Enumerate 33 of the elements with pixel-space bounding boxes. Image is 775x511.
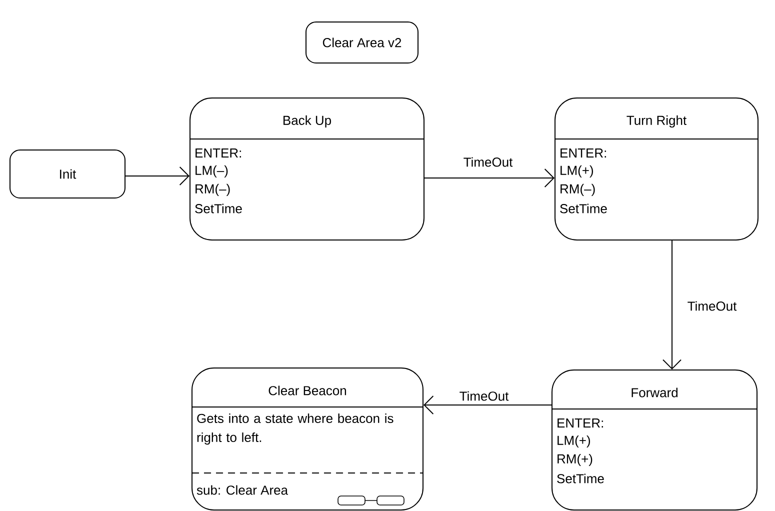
state-name: Forward: [632, 388, 678, 398]
action-text: ENTER:: [560, 148, 606, 158]
edge-label: TimeOut: [688, 301, 737, 311]
action-text: RM(–): [560, 184, 595, 196]
action-text: LM(+): [560, 165, 594, 178]
action-text: LM(+): [558, 435, 590, 448]
action-text: RM(–): [196, 184, 230, 196]
action-text: LM(–): [196, 165, 228, 178]
edge-label: TimeOut: [460, 391, 509, 401]
title-box: [306, 22, 418, 64]
submachine-text: sub: Clear Area: [196, 485, 288, 495]
arrow: [424, 168, 554, 188]
state-box: [552, 370, 758, 510]
edge-label: TimeOut: [464, 157, 513, 167]
action-text: SetTime: [195, 204, 242, 214]
state-name: Init: [60, 169, 76, 179]
state-name: Back Up: [284, 115, 331, 128]
state-box: [192, 368, 424, 510]
action-text: ENTER:: [558, 418, 603, 428]
arrow: [424, 396, 552, 414]
state-box: [554, 98, 759, 240]
state-box: [10, 150, 126, 198]
action-text: SetTime: [557, 474, 604, 484]
action-text: ENTER:: [196, 148, 241, 158]
action-text: RM(+): [558, 454, 592, 466]
description-text: Gets into a state where beacon is right to left.: [197, 414, 394, 445]
state-box: [190, 98, 424, 240]
action-text: SetTime: [560, 204, 607, 214]
state-name: Clear Area v2: [322, 38, 402, 48]
state-name: Turn Right: [626, 115, 686, 128]
arrow: [125, 166, 190, 186]
state-name: Clear Beacon: [268, 386, 346, 396]
arrow: [662, 240, 682, 370]
